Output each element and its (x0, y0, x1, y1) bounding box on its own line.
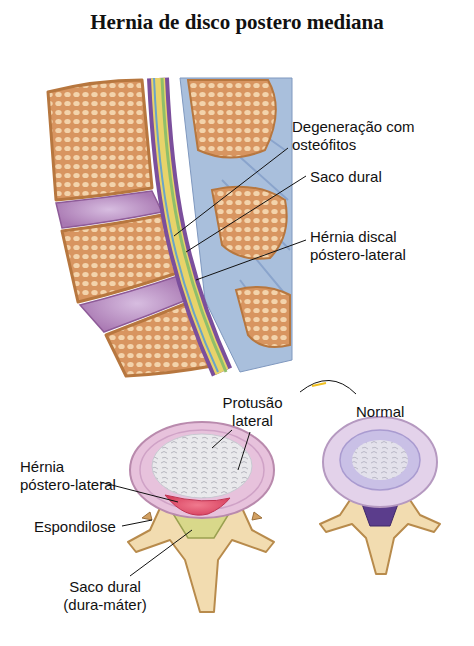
callout-label: Protusão lateral (205, 394, 300, 430)
callout-label: Hérnia póstero-lateral (20, 458, 120, 494)
callout-label: Normal (356, 403, 426, 421)
callout-label: Espondilose (34, 518, 134, 536)
callout-label: Hérnia discal póstero-lateral (310, 228, 440, 264)
callout-label: Saco dural (310, 168, 430, 186)
title: Hernia de disco postero mediana (0, 10, 474, 35)
callout-label: Saco dural (dura-máter) (55, 578, 155, 614)
callout-label: Degeneração com osteófitos (292, 118, 462, 154)
